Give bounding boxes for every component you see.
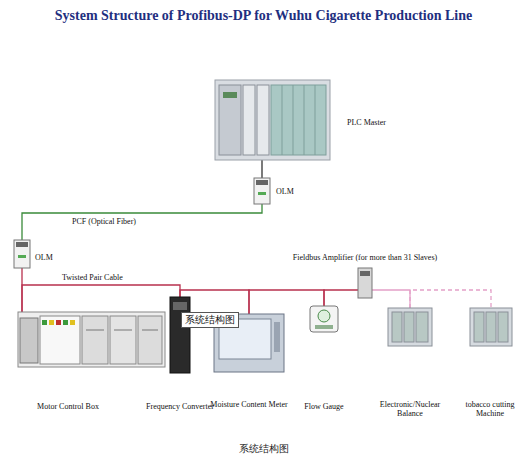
motor-control-box — [18, 312, 165, 367]
plc-rack — [215, 80, 330, 160]
diagram-title: System Structure of Profibus-DP for Wuhu… — [0, 8, 527, 24]
bus-connector — [22, 204, 262, 240]
device-label: tobacco cutting Machine — [458, 400, 522, 418]
overlay-label: 系统结构图 — [181, 312, 239, 328]
device-label: OLM — [276, 187, 306, 196]
device-label: OLM — [35, 253, 65, 262]
cutting-machine-panel — [470, 308, 512, 346]
figure-caption: 系统结构图 — [0, 442, 527, 456]
device-node: OLM — [14, 240, 30, 268]
device-node: Flow Gauge — [310, 306, 338, 332]
frequency-converter — [170, 297, 190, 373]
bus-connector — [324, 290, 358, 306]
bus-connector — [372, 290, 410, 308]
bus-connector — [261, 160, 262, 178]
device-label: Moisture Content Meter — [210, 400, 288, 409]
device-label: PLC Master — [347, 118, 417, 127]
flow-gauge — [310, 306, 338, 332]
cable-label: PCF (Optical Fiber) — [72, 217, 136, 226]
device-node: tobacco cutting Machine — [470, 308, 512, 346]
olm-module — [254, 178, 270, 204]
device-node: Electronic/Nuclear Balance — [388, 308, 432, 346]
olm-module — [14, 240, 30, 268]
bus-connector — [410, 290, 491, 308]
device-label: Flow Gauge — [280, 402, 368, 411]
device-node: PLC Master — [215, 80, 330, 160]
fieldbus-amplifier — [358, 268, 372, 298]
device-label: Motor Control Box — [8, 402, 128, 411]
device-node: Fieldbus Amplifier (for more than 31 Sla… — [358, 268, 372, 298]
device-label: Electronic/Nuclear Balance — [368, 400, 452, 418]
bus-connector — [22, 285, 180, 312]
balance-panel — [388, 308, 432, 346]
device-node: Motor Control Box — [18, 312, 165, 367]
device-node: Frequency Converter — [170, 297, 190, 373]
device-node: OLM — [254, 178, 270, 204]
cable-label: Twisted Pair Cable — [62, 273, 123, 282]
device-label: Fieldbus Amplifier (for more than 31 Sla… — [270, 253, 460, 262]
